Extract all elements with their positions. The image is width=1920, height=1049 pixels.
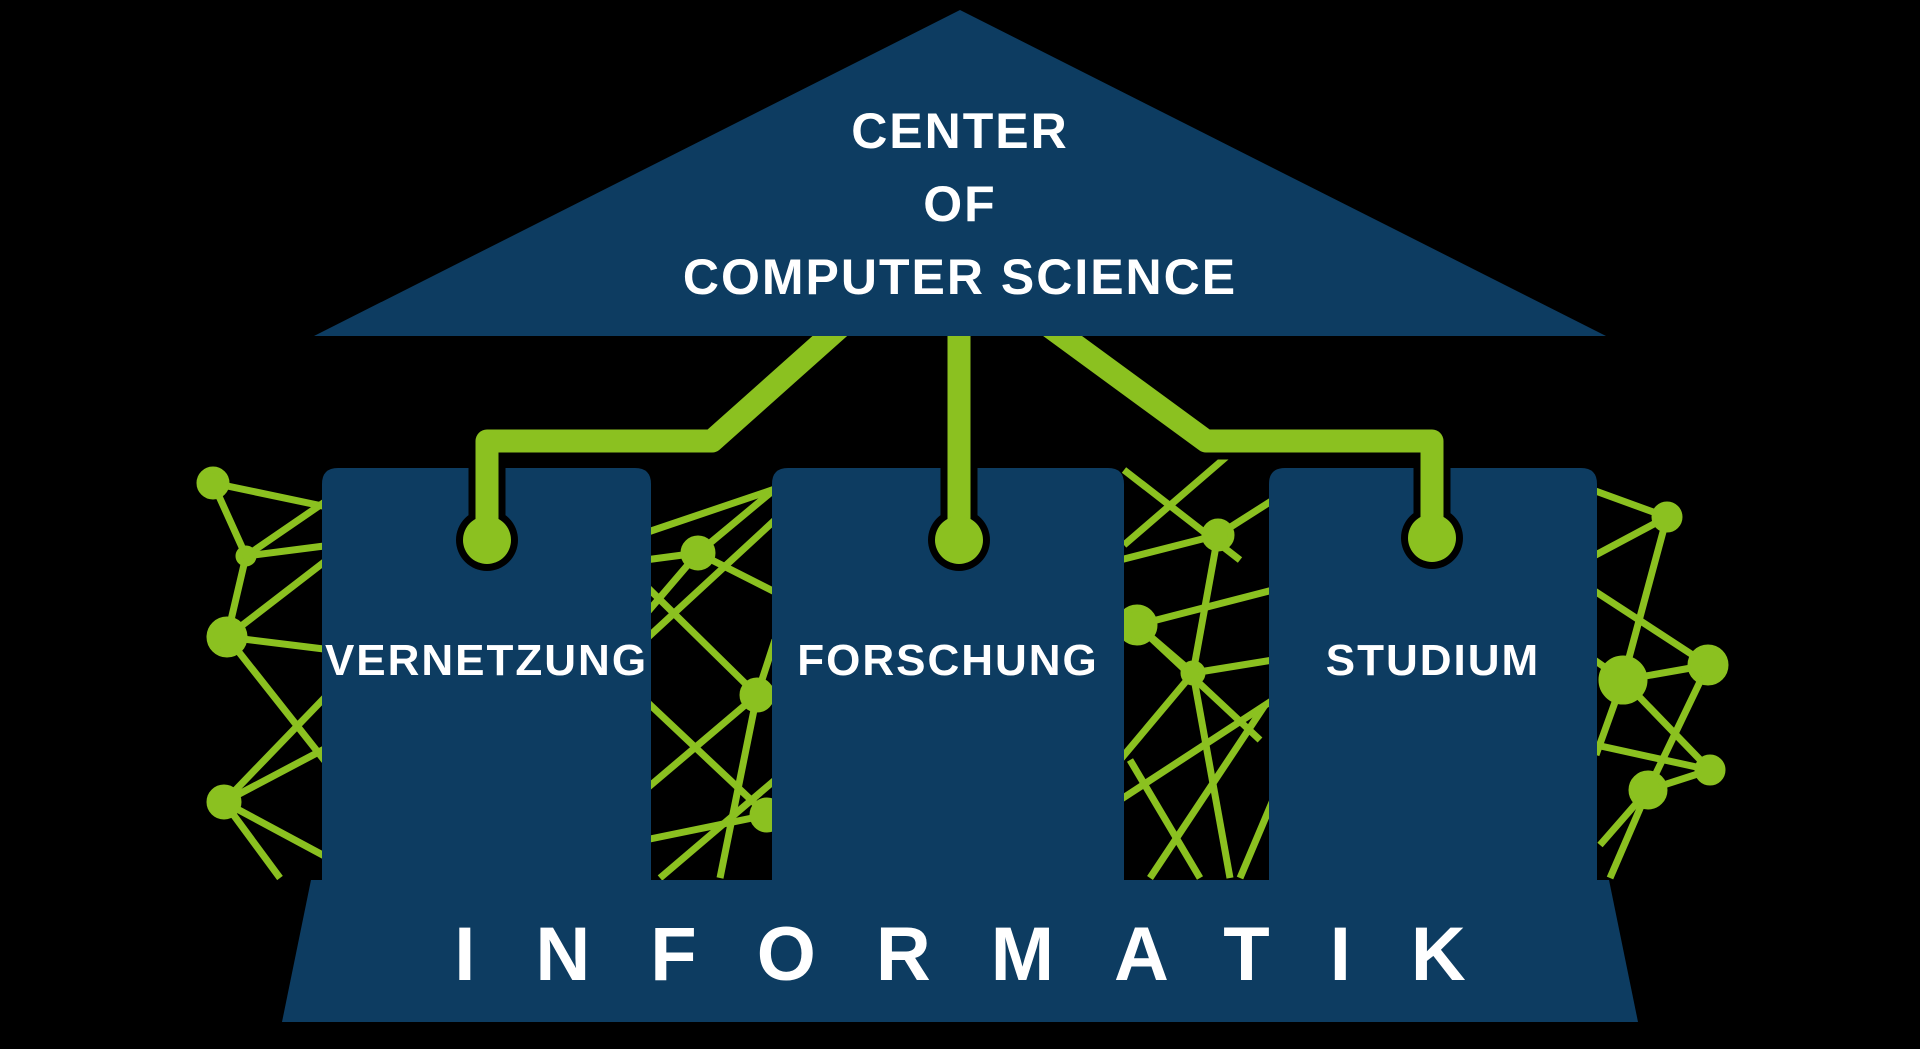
roof-title: CENTER OF COMPUTER SCIENCE: [460, 95, 1460, 314]
connector-dot-left: [463, 516, 511, 564]
network-node: [1201, 518, 1235, 552]
network-node: [206, 616, 248, 658]
network-graph-gap-1: [642, 485, 785, 881]
pillar-vernetzung-shape: [322, 468, 651, 880]
roof-pediment-shape: [314, 10, 1606, 336]
pillar-studium-shape: [1269, 468, 1597, 880]
network-node: [1651, 501, 1683, 533]
network-node: [1598, 655, 1648, 705]
roof-title-line-3: COMPUTER SCIENCE: [682, 249, 1238, 305]
network-graph-left: [196, 466, 335, 881]
roof-title-line-2: OF: [923, 176, 997, 232]
base-label-informatik: INFORMATIK: [454, 912, 1526, 997]
pillar-label-forschung: FORSCHUNG: [797, 636, 1099, 685]
network-node: [1116, 604, 1158, 646]
network-node: [1694, 754, 1726, 786]
network-node: [739, 677, 775, 713]
network-node: [1687, 644, 1729, 686]
connector-left: [475, 309, 858, 540]
connectors: [463, 308, 1456, 564]
network-graph-gap-2: [1116, 442, 1277, 880]
base-plinth-shape: [282, 880, 1638, 1022]
pillar-label-vernetzung: VERNETZUNG: [324, 636, 649, 685]
network-node: [235, 545, 257, 567]
pillar-label-studium: STUDIUM: [1325, 636, 1541, 685]
network-graph-right: [1587, 485, 1729, 880]
network-node: [206, 784, 242, 820]
network-node: [196, 466, 230, 500]
connector-dot-middle: [935, 516, 983, 564]
pillar-forschung-shape: [772, 468, 1124, 880]
roof-title-line-1: CENTER: [851, 103, 1069, 159]
network-node: [1180, 660, 1206, 686]
connector-right: [1031, 308, 1444, 538]
connector-dot-right: [1408, 514, 1456, 562]
network-node: [680, 535, 716, 571]
network-node: [1628, 770, 1668, 810]
